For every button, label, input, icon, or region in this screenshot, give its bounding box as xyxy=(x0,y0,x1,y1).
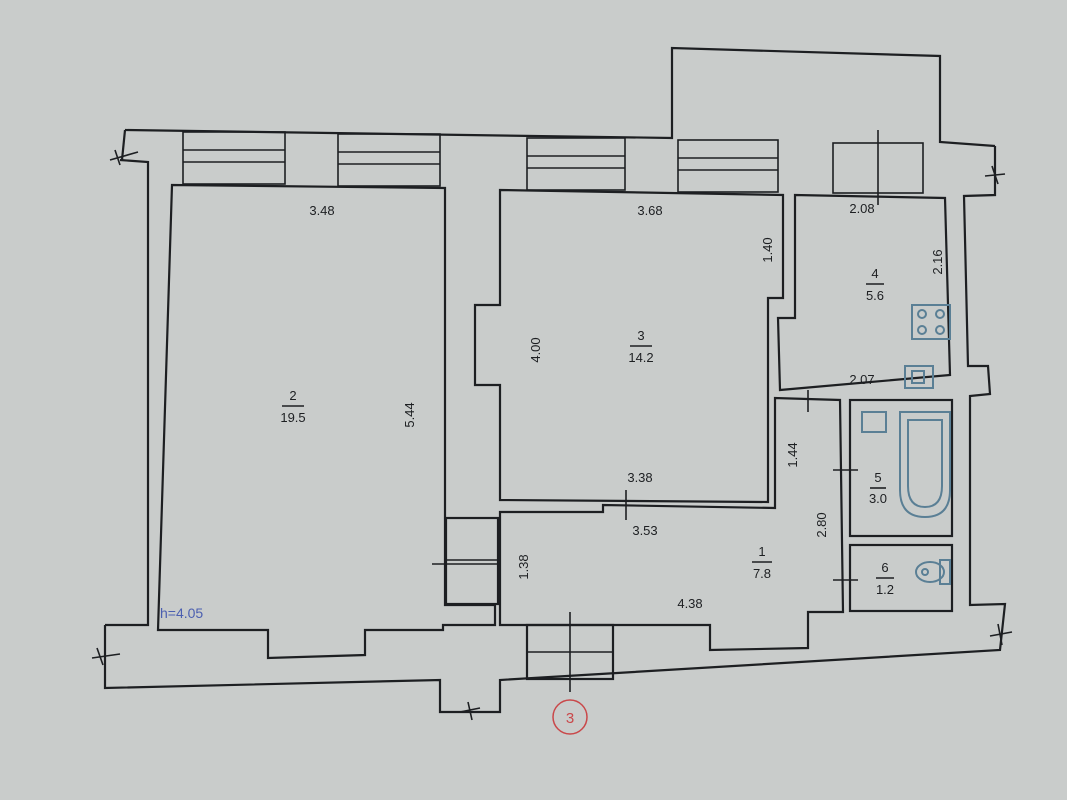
dim-hall-side: 1.38 xyxy=(516,554,531,579)
room-3-outline xyxy=(473,188,785,504)
room-area: 7.8 xyxy=(753,566,771,581)
dimension-labels: 3.48 5.44 3.68 4.00 1.40 3.38 2.08 2.16 … xyxy=(309,201,945,611)
dim-room3-niche: 1.40 xyxy=(760,237,775,262)
bathtub-icon xyxy=(899,411,951,519)
room-3-label: 3 14.2 xyxy=(628,328,653,365)
dim-room3-bottom: 3.38 xyxy=(627,470,652,485)
stove-icon xyxy=(911,304,951,340)
dim-room3-length: 4.00 xyxy=(528,337,543,362)
room-number: 3 xyxy=(637,328,644,343)
room-5-label: 5 3.0 xyxy=(869,470,887,506)
dim-kitchen-depth: 2.16 xyxy=(930,249,945,274)
dim-corridor-depth: 1.44 xyxy=(785,442,800,467)
room-2-label: 2 19.5 xyxy=(280,388,305,425)
dim-hall-top: 3.53 xyxy=(632,523,657,538)
washbasin-icon xyxy=(861,411,887,433)
room-area: 14.2 xyxy=(628,350,653,365)
hall-outline xyxy=(498,396,845,652)
room-area: 5.6 xyxy=(866,288,884,303)
dim-room3-width: 3.68 xyxy=(637,203,662,218)
outer-walls xyxy=(91,46,1013,721)
dim-kitchen-width: 2.08 xyxy=(849,201,874,216)
toilet-room-outline xyxy=(848,543,954,613)
windows xyxy=(182,130,924,205)
kitchen-outline xyxy=(776,193,952,392)
room-2-outline xyxy=(156,183,497,660)
room-number: 2 xyxy=(289,388,296,403)
dim-kitchen-bottom: 2.07 xyxy=(849,372,874,387)
bathroom-outline xyxy=(848,398,954,538)
room-1-label: 1 7.8 xyxy=(752,544,772,581)
dim-room2-width: 3.48 xyxy=(309,203,334,218)
room-number: 1 xyxy=(758,544,765,559)
section-mark-number: 3 xyxy=(566,710,574,727)
room-number: 4 xyxy=(871,266,878,281)
ceiling-height-label: h=4.05 xyxy=(160,605,203,621)
dim-room2-length: 5.44 xyxy=(402,402,417,427)
toilet-icon xyxy=(915,559,951,585)
passage-block xyxy=(444,516,500,606)
room-area: 3.0 xyxy=(869,491,887,506)
room-number: 6 xyxy=(881,560,888,575)
room-area: 1.2 xyxy=(876,582,894,597)
room-4-label: 4 5.6 xyxy=(866,266,884,303)
section-mark: 3 xyxy=(552,699,588,735)
room-area: 19.5 xyxy=(280,410,305,425)
room-6-label: 6 1.2 xyxy=(876,560,894,597)
dim-hall-bottom: 4.38 xyxy=(677,596,702,611)
room-number: 5 xyxy=(874,470,881,485)
dim-corridor-length: 2.80 xyxy=(814,512,829,537)
sink-icon xyxy=(904,365,934,389)
